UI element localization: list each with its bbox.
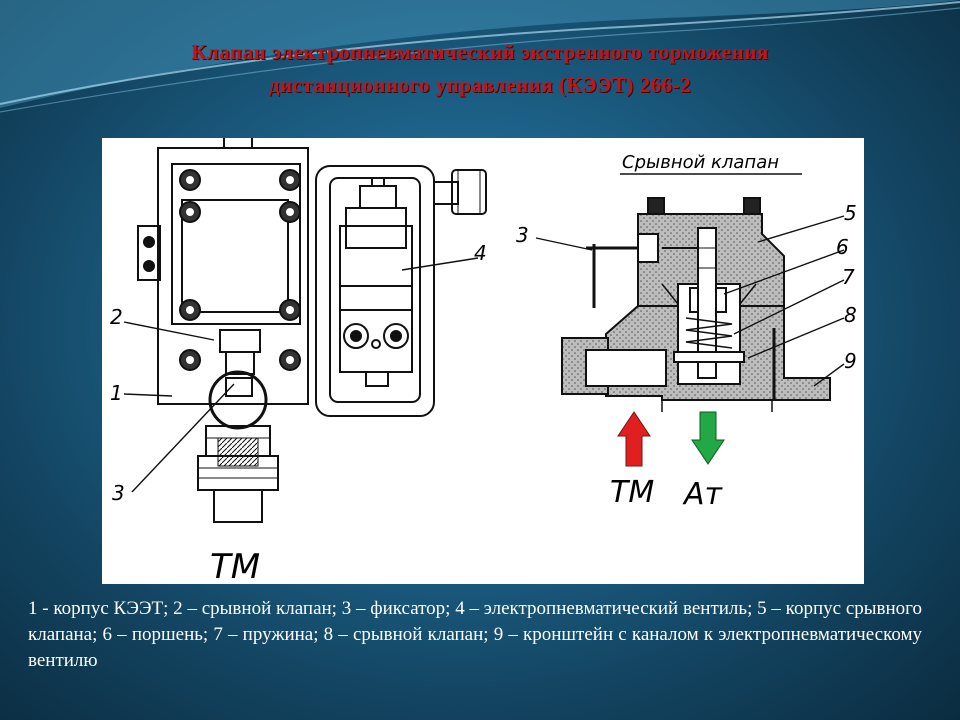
label-r8: 8 (844, 303, 857, 327)
label-4: 4 (474, 241, 487, 265)
slide-title: Клапан электропневматический экстренного… (40, 36, 920, 102)
leader-3 (131, 383, 235, 493)
title-line-2: дистанционного управления (КЭЭТ) 266-2 (268, 73, 692, 97)
label-r9: 9 (844, 349, 857, 373)
leader-1 (123, 393, 173, 397)
valve-drawing: 2 1 3 4 ТМ Срывной клапан (102, 138, 864, 584)
label-r6: 6 (836, 235, 849, 259)
label-r3: 3 (516, 223, 529, 247)
retainer-ring (208, 370, 268, 430)
mounting-lug (137, 225, 161, 281)
label-r5: 5 (844, 201, 857, 225)
kaet-body (157, 147, 309, 405)
breakaway-valve-nut (219, 329, 261, 353)
header-wave-decoration (0, 0, 960, 113)
pipe-connector (433, 181, 459, 205)
leader-r5 (757, 215, 845, 243)
left-view (123, 138, 487, 523)
solenoid-housing (315, 165, 435, 417)
title-line-1: Клапан электропневматический экстренного… (191, 40, 769, 64)
leader-r9 (813, 363, 845, 387)
leader-r8 (747, 317, 845, 359)
label-2: 2 (110, 305, 123, 329)
solenoid-top (345, 207, 407, 249)
leader-r7 (733, 279, 845, 335)
spring (685, 317, 733, 349)
solenoid-coil (339, 225, 413, 287)
flange-cover (171, 163, 301, 325)
valve-disc (673, 351, 745, 363)
leader-2 (123, 321, 215, 341)
right-view (535, 197, 845, 412)
label-1: 1 (110, 381, 123, 405)
right-view-title: Срывной клапан (622, 152, 779, 173)
leader-4 (401, 257, 479, 271)
cover-plate (181, 199, 289, 313)
legend-caption: 1 - корпус КЭЭТ; 2 – срывной клапан; 3 –… (28, 598, 922, 671)
tm-arrow-label: ТМ (610, 475, 654, 510)
label-3: 3 (112, 481, 125, 505)
bottom-fitting (197, 425, 279, 523)
leader-r3 (535, 237, 593, 251)
tm-arrow (617, 411, 651, 467)
leader-r6 (723, 249, 845, 295)
at-arrow-label: Ат (682, 477, 724, 512)
at-arrow (691, 411, 725, 465)
label-r7: 7 (842, 265, 855, 289)
valve-drawing-svg: 2 1 3 4 ТМ Срывной клапан (110, 138, 857, 584)
port-label-tm: ТМ (210, 547, 260, 584)
